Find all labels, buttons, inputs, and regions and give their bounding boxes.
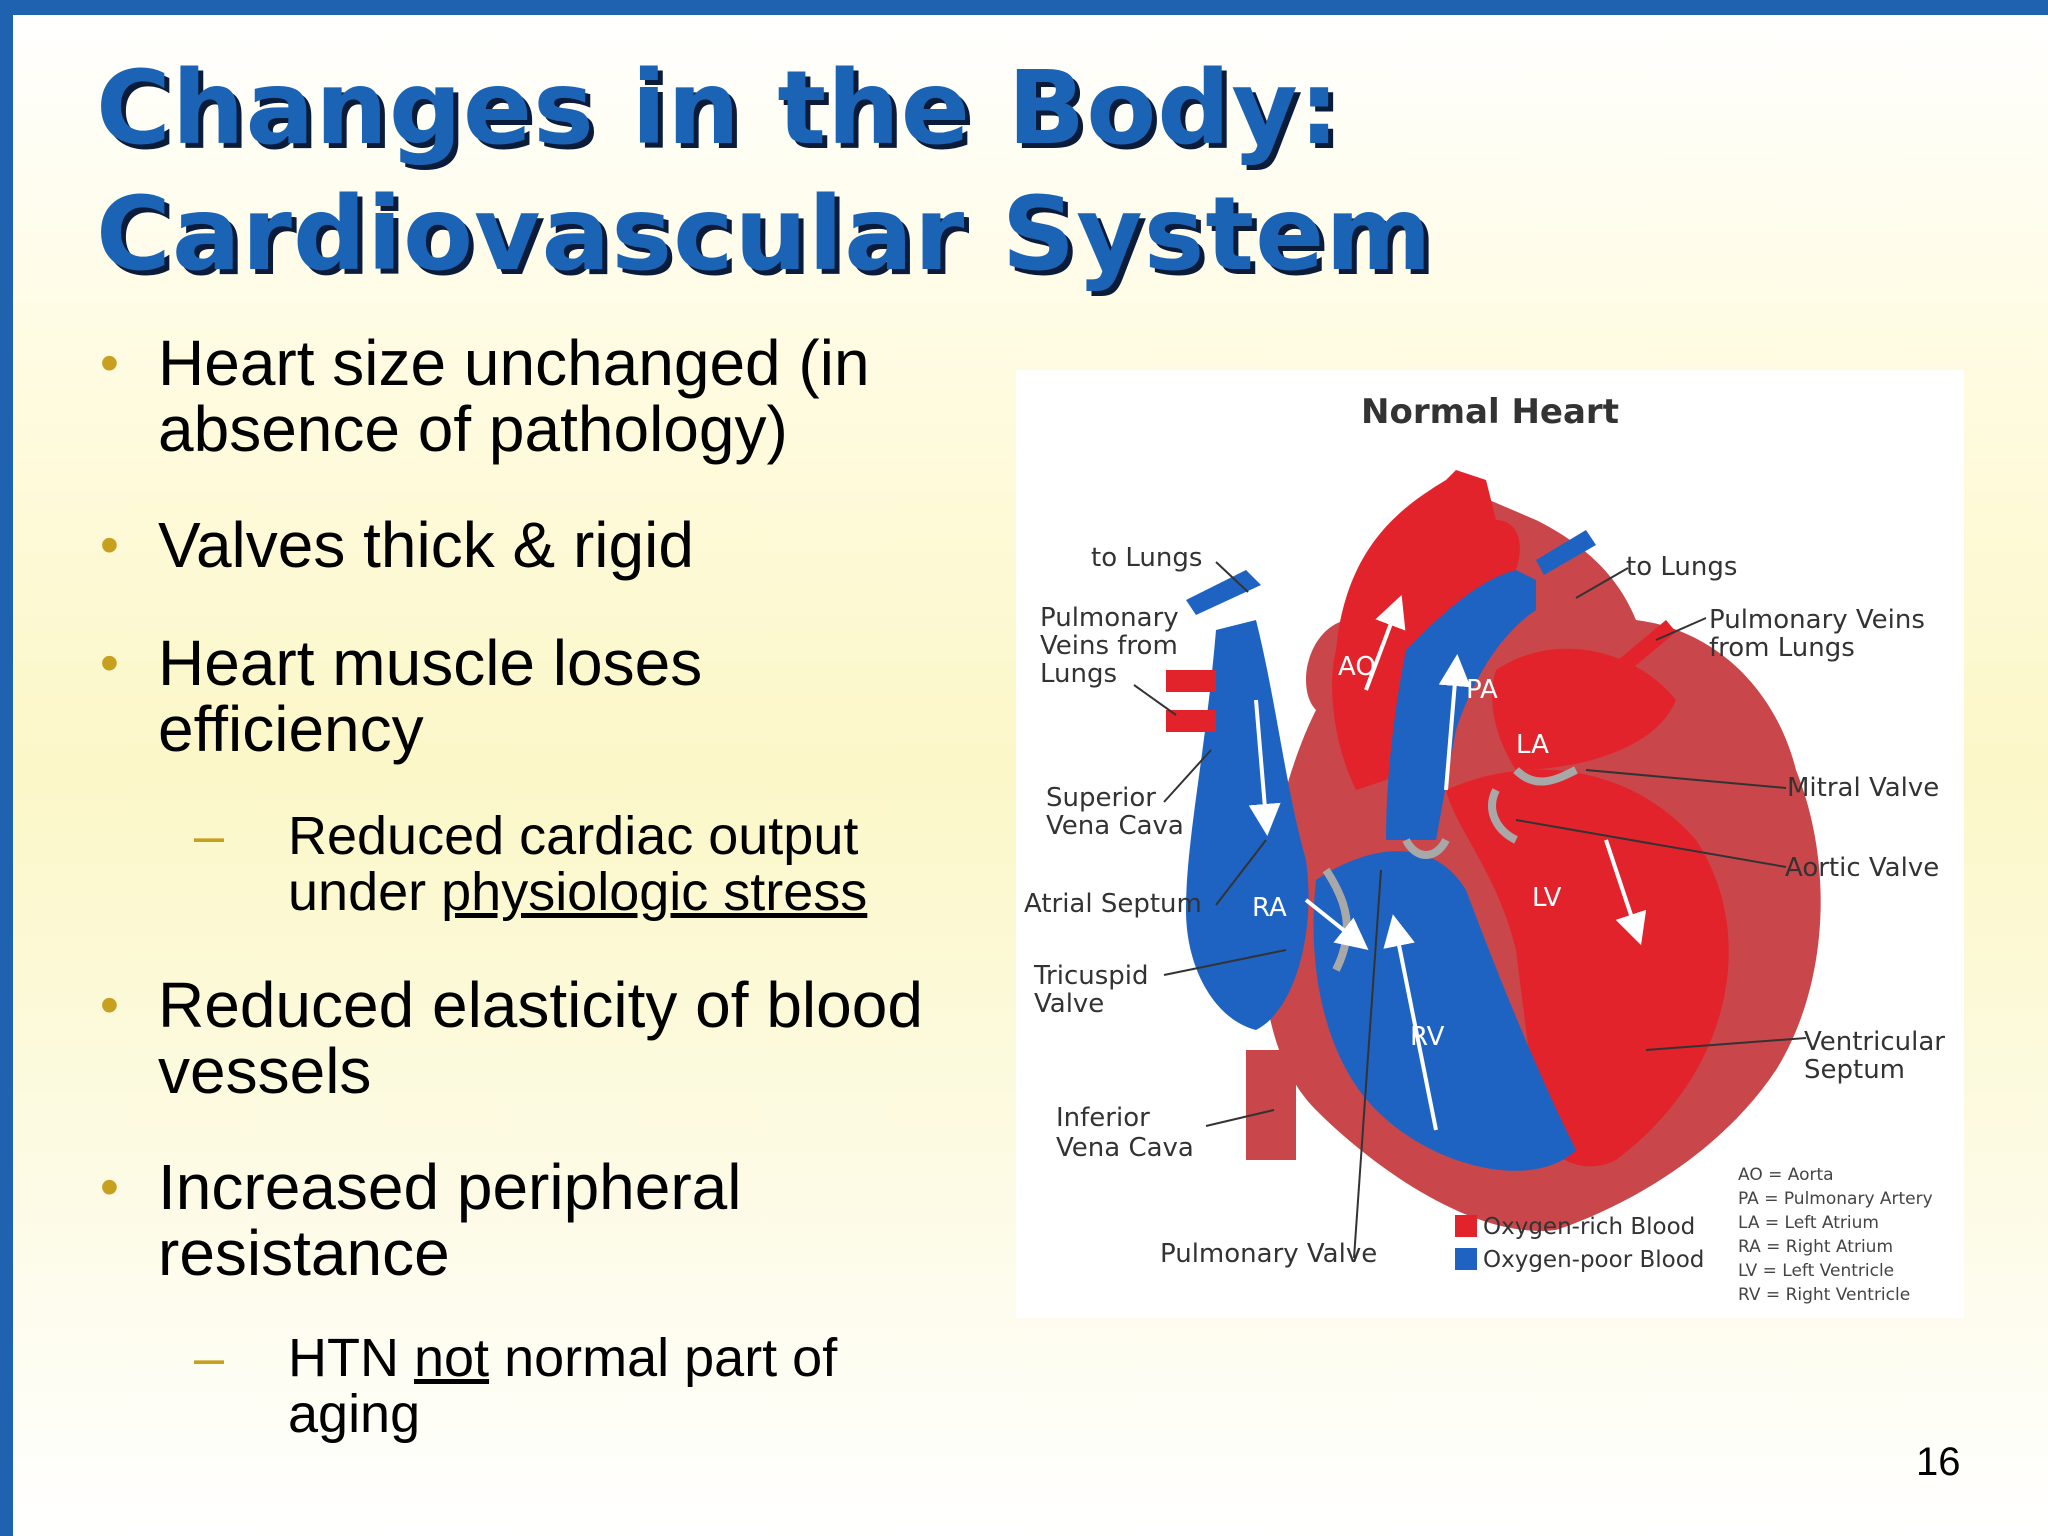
sub-bullet-mark: – xyxy=(194,806,225,866)
abbrev-item: LV = Left Ventricle xyxy=(1738,1261,1894,1281)
label-ivc-1: Inferior xyxy=(1056,1103,1150,1133)
bullet-mark: • xyxy=(100,975,119,1035)
flow-arrow xyxy=(1604,839,1647,946)
diagram-title: Normal Heart xyxy=(1361,392,1619,432)
superior-vena-cava xyxy=(1186,620,1309,1030)
label-atrial-septum: Atrial Septum xyxy=(1024,889,1202,919)
label-pv-right-1: Pulmonary Veins xyxy=(1709,605,1925,635)
label-ao: AO xyxy=(1338,652,1376,682)
heart-diagram: Normal Heart AO xyxy=(1016,370,1964,1318)
sub-bullet-text-line: HTN not normal part of xyxy=(288,1328,838,1388)
aorta-vessel xyxy=(1332,470,1520,790)
top-accent-bar xyxy=(0,0,2048,15)
aortic-valve-leaflet xyxy=(1488,788,1518,844)
label-svc-1: Superior xyxy=(1046,783,1156,813)
bullet-mark: • xyxy=(100,333,119,393)
label-aortic-valve: Aortic Valve xyxy=(1785,853,1939,883)
label-ivc-2: Vena Cava xyxy=(1056,1133,1194,1163)
label-tricuspid-1: Tricuspid xyxy=(1033,961,1149,991)
sub-bullet-text-line: aging xyxy=(288,1384,421,1444)
bullet-text-line: absence of pathology) xyxy=(158,393,788,465)
bullet-text-line: vessels xyxy=(158,1035,372,1107)
label-pulmonary-valve: Pulmonary Valve xyxy=(1160,1239,1377,1269)
inferior-vena-cava-vessel xyxy=(1246,1050,1296,1160)
pulmonary-artery-branch-right xyxy=(1536,530,1596,575)
abbrev-item: LA = Left Atrium xyxy=(1738,1213,1879,1233)
abbrev-item: AO = Aorta xyxy=(1738,1165,1834,1185)
legend-swatch-oxygen-poor xyxy=(1455,1248,1477,1270)
flow-arrow xyxy=(1248,699,1281,836)
label-to-lungs-left: to Lungs xyxy=(1091,543,1202,573)
slide-title: Changes in the Body: Cardiovascular Syst… xyxy=(96,46,1656,298)
label-pa: PA xyxy=(1466,675,1498,705)
bullet-text-line: Valves thick & rigid xyxy=(158,509,694,581)
abbreviation-list: AO = Aorta PA = Pulmonary Artery LA = Le… xyxy=(1738,1165,1933,1305)
left-ventricle-chamber xyxy=(1446,769,1729,1167)
label-pv-left-1: Pulmonary xyxy=(1040,603,1179,633)
sub-bullet-text-line: under physiologic stress xyxy=(288,862,868,922)
label-svc-2: Vena Cava xyxy=(1046,811,1184,841)
tricuspid-valve-leaflet xyxy=(1322,867,1351,972)
pulmonary-vein-left-1 xyxy=(1166,670,1216,692)
label-rv: RV xyxy=(1410,1022,1445,1052)
bullet-text-line: efficiency xyxy=(158,693,424,765)
underlined-text: physiologic stress xyxy=(441,862,868,922)
bullet-mark: • xyxy=(100,1157,119,1217)
pulmonary-valve-leaflet xyxy=(1402,837,1450,859)
flow-arrow xyxy=(1304,898,1369,950)
bullet-text-line: Heart muscle loses xyxy=(158,627,703,699)
left-accent-bar xyxy=(0,15,13,1536)
abbrev-item: RA = Right Atrium xyxy=(1738,1237,1893,1257)
legend-oxygen-poor: Oxygen-poor Blood xyxy=(1483,1247,1704,1273)
pulmonary-artery-vessel xyxy=(1386,570,1536,840)
pulmonary-artery-branch-left xyxy=(1186,570,1261,615)
label-tricuspid-2: Valve xyxy=(1034,989,1104,1019)
pulmonary-vein-right xyxy=(1606,620,1676,682)
label-vs-1: Ventricular xyxy=(1804,1027,1945,1057)
legend-swatch-oxygen-rich xyxy=(1455,1215,1477,1237)
title-line-1: Changes in the Body: xyxy=(96,49,1341,168)
bullet-text-line: Reduced elasticity of blood xyxy=(158,969,923,1041)
bullet-text-line: Increased peripheral xyxy=(158,1151,742,1223)
flow-arrow xyxy=(1383,914,1438,1131)
abbrev-item: RV = Right Ventricle xyxy=(1738,1285,1910,1305)
mitral-valve-leaflet xyxy=(1513,766,1578,786)
label-ra: RA xyxy=(1252,893,1287,923)
label-lv: LV xyxy=(1532,883,1562,913)
bullet-mark: • xyxy=(100,515,119,575)
label-pv-right-2: from Lungs xyxy=(1709,633,1855,663)
heart-diagram-svg: Normal Heart AO xyxy=(1024,392,1945,1305)
label-pv-left-3: Lungs xyxy=(1040,659,1117,689)
flow-arrow xyxy=(1438,654,1471,791)
bullet-mark: • xyxy=(100,633,119,693)
abbrev-item: PA = Pulmonary Artery xyxy=(1738,1189,1933,1209)
label-mitral-valve: Mitral Valve xyxy=(1787,773,1939,803)
pulmonary-vein-left-2 xyxy=(1166,710,1216,732)
label-la: LA xyxy=(1516,730,1549,760)
label-to-lungs-right: to Lungs xyxy=(1626,552,1737,582)
sub-bullet-mark: – xyxy=(194,1328,225,1388)
bullet-text-line: resistance xyxy=(158,1217,450,1289)
flow-arrow xyxy=(1364,595,1406,691)
bullet-text-line: Heart size unchanged (in xyxy=(158,327,870,399)
sub-bullet-text-line: Reduced cardiac output xyxy=(288,806,859,866)
leader-lines xyxy=(1133,561,1807,1259)
label-vs-2: Septum xyxy=(1804,1055,1905,1085)
legend-oxygen-rich: Oxygen-rich Blood xyxy=(1483,1214,1695,1240)
page-number: 16 xyxy=(1916,1440,1961,1484)
title-line-2: Cardiovascular System xyxy=(96,175,1433,294)
label-pv-left-2: Veins from xyxy=(1040,631,1178,661)
right-ventricle-chamber xyxy=(1313,851,1576,1171)
underlined-text: not xyxy=(413,1328,490,1388)
left-atrium-chamber xyxy=(1492,648,1676,770)
